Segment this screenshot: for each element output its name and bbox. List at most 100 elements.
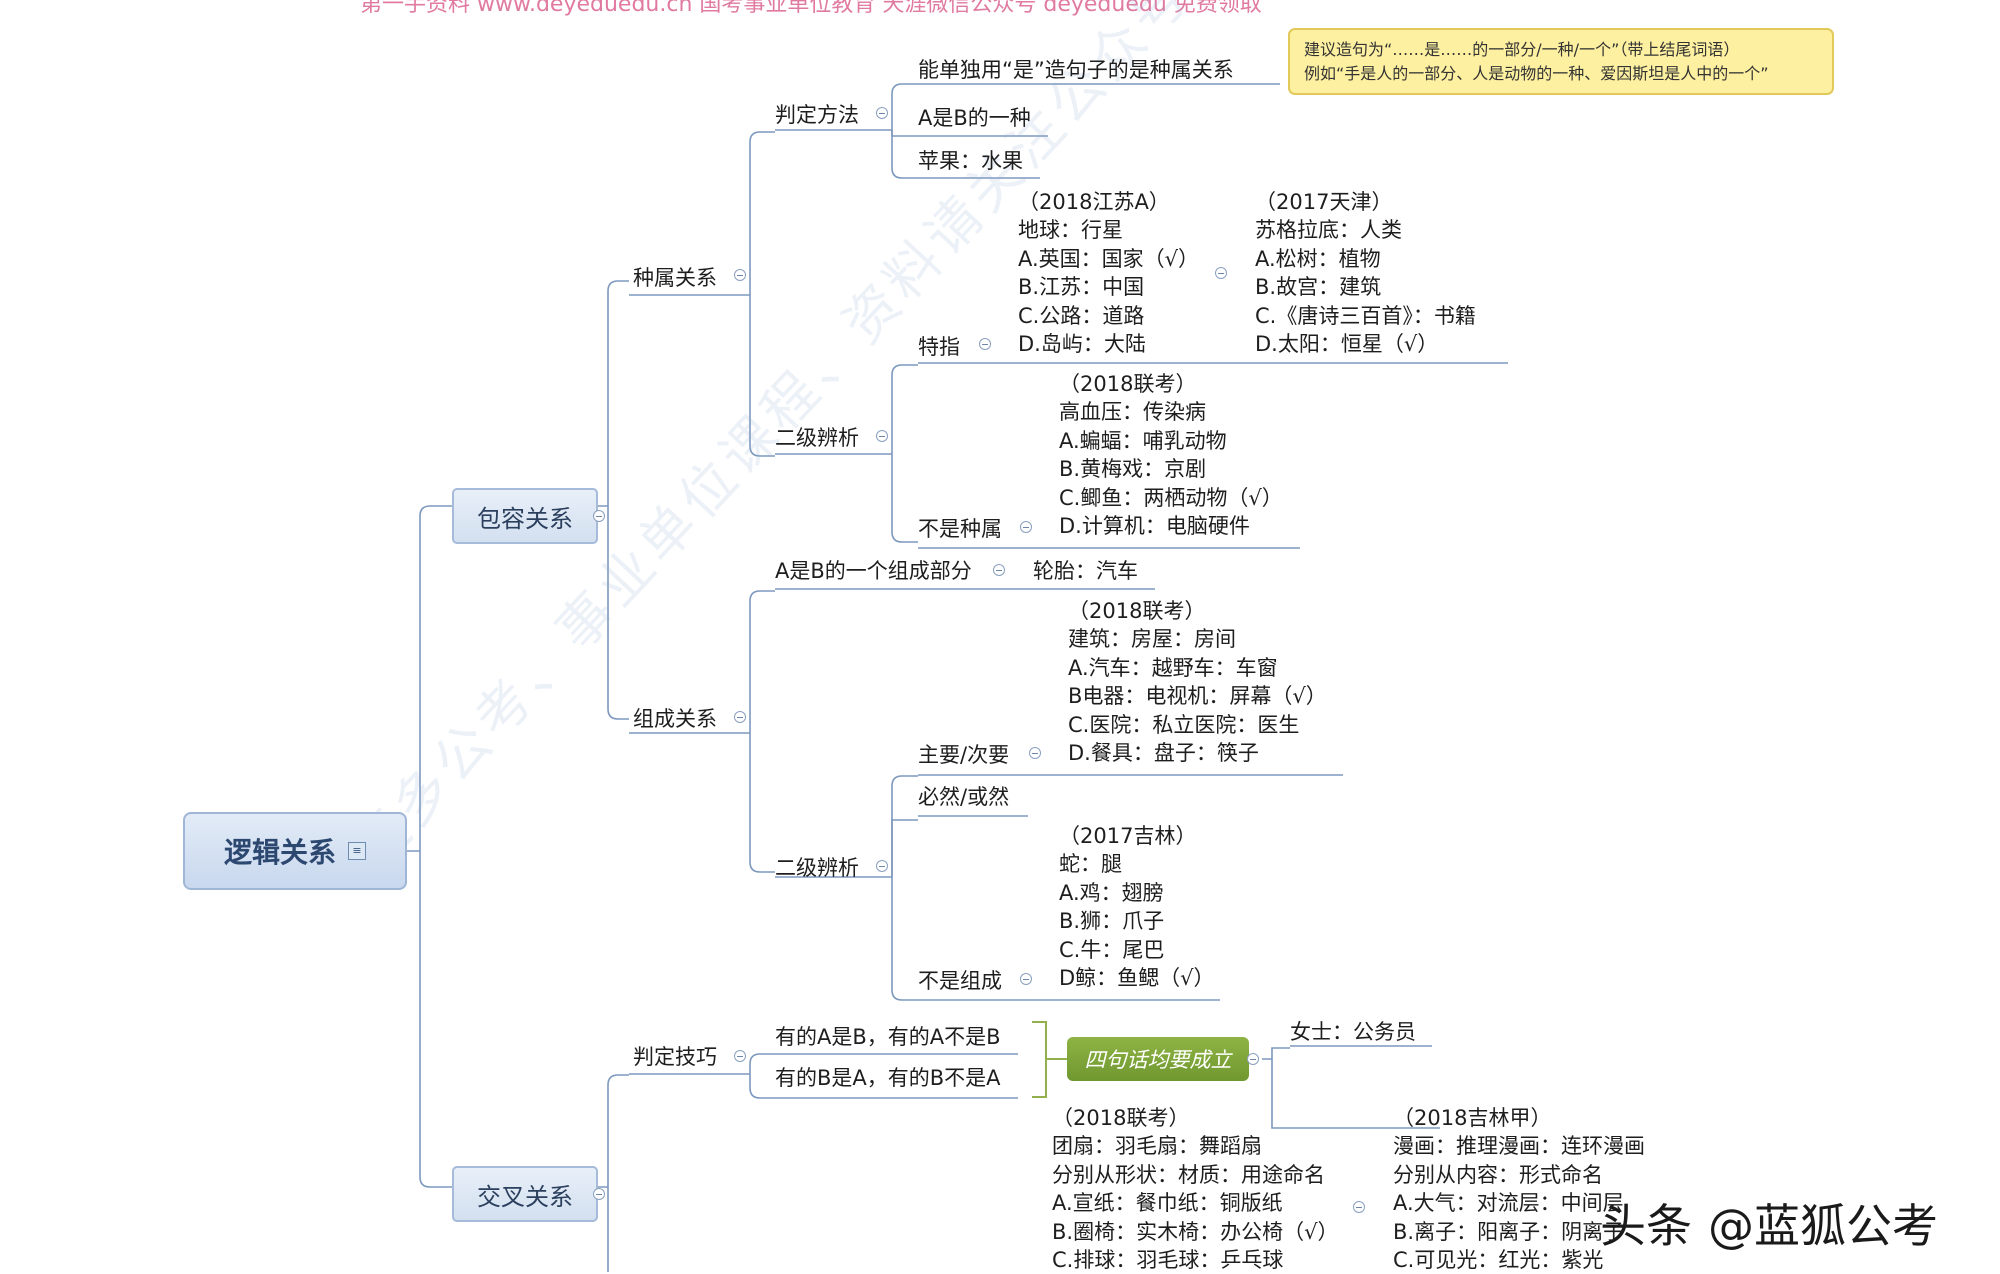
collapse-toggle-icon[interactable] <box>1029 747 1041 759</box>
question-block[interactable]: （2018吉林甲） 漫画：推理漫画：连环漫画 分别从内容：形式命名 A.大气：对… <box>1393 1104 1645 1274</box>
topic-composition[interactable]: 组成关系 <box>633 707 717 731</box>
technique-line[interactable]: 有的B是A，有的B不是A <box>775 1066 1001 1090</box>
root-topic[interactable]: 逻辑关系 ≡ <box>183 812 407 890</box>
question-line: A.宣纸：餐巾纸：铜版纸 <box>1052 1191 1283 1216</box>
topic-secondary-analysis[interactable]: 二级辨析 <box>775 426 859 450</box>
corner-brand: 头条 @蓝狐公考 <box>1600 1190 1938 1256</box>
note-callout: 建议造句为“……是……的一部分/一种/一个”（带上结尾词语） 例如“手是人的一部… <box>1288 28 1834 95</box>
question-line: 团扇：羽毛扇：舞蹈扇 <box>1052 1134 1262 1159</box>
question-line: B.离子：阳离子：阴离子 <box>1393 1219 1625 1244</box>
collapse-toggle-icon[interactable] <box>734 711 746 723</box>
question-line: 建筑：房屋：房间 <box>1068 627 1236 652</box>
question-block[interactable]: （2018联考） 高血压：传染病 A.蝙蝠：哺乳动物 B.黄梅戏：京剧 C.鲫鱼… <box>1059 370 1283 540</box>
collapse-toggle-icon[interactable] <box>1353 1201 1365 1213</box>
topic-necessary-possible[interactable]: 必然/或然 <box>918 785 1010 809</box>
question-line: B.故宫：建筑 <box>1255 275 1382 300</box>
callout-line: 例如“手是人的一部分、人是动物的一种、爱因斯坦是人中的一个” <box>1304 64 1769 83</box>
question-block[interactable]: （2018联考） 建筑：房屋：房间 A.汽车：越野车：车窗 B电器：电视机：屏幕… <box>1068 597 1327 767</box>
technique-line[interactable]: 有的A是B，有的A不是B <box>775 1025 1001 1049</box>
collapse-toggle-icon[interactable] <box>876 860 888 872</box>
corner-brand-prefix: 头条 <box>1600 1199 1692 1253</box>
collapse-toggle-icon[interactable] <box>593 1188 605 1200</box>
note-icon[interactable]: ≡ <box>348 842 366 860</box>
question-line: 分别从内容：形式命名 <box>1393 1162 1603 1187</box>
header-banner: 第一手资料 www.deyeduedu.cn 国考事业单位教育 天涯微信公众号 … <box>360 0 1262 17</box>
collapse-toggle-icon[interactable] <box>993 564 1005 576</box>
question-block[interactable]: （2017天津） 苏格拉底：人类 A.松树：植物 B.故宫：建筑 C.《唐诗三百… <box>1255 188 1476 358</box>
question-block[interactable]: （2017吉林） 蛇：腿 A.鸡：翅膀 B.狮：爪子 C.牛：尾巴 D鲸：鱼鳃（… <box>1059 822 1215 992</box>
question-line: 苏格拉底：人类 <box>1255 218 1402 243</box>
question-line: D鲸：鱼鳃（√） <box>1059 966 1215 991</box>
topic-judgment-technique[interactable]: 判定技巧 <box>633 1045 717 1069</box>
question-line: C.排球：羽毛球：乒乓球 <box>1052 1248 1284 1273</box>
example-text[interactable]: 苹果：水果 <box>918 149 1023 173</box>
question-line: B.狮：爪子 <box>1059 909 1165 934</box>
question-line: 地球：行星 <box>1018 218 1123 243</box>
collapse-toggle-icon[interactable] <box>1247 1053 1259 1065</box>
question-line: A.大气：对流层：中间层 <box>1393 1191 1624 1216</box>
topic-cross-label: 交叉关系 <box>477 1182 573 1211</box>
topic-judgment-method[interactable]: 判定方法 <box>775 103 859 127</box>
rule-text[interactable]: 能单独用“是”造句子的是种属关系 <box>918 58 1234 82</box>
question-line: （2018联考） <box>1068 599 1206 623</box>
collapse-toggle-icon[interactable] <box>1215 267 1227 279</box>
topic-not-genus[interactable]: 不是种属 <box>918 517 1002 541</box>
collapse-toggle-icon[interactable] <box>876 430 888 442</box>
question-line: C.鲫鱼：两栖动物（√） <box>1059 485 1283 510</box>
question-line: 高血压：传染病 <box>1059 400 1206 425</box>
question-line: （2017吉林） <box>1059 824 1197 848</box>
topic-primary-secondary[interactable]: 主要/次要 <box>918 743 1010 767</box>
question-line: C.《唐诗三百首》：书籍 <box>1255 303 1476 328</box>
question-line: C.医院：私立医院：医生 <box>1068 712 1300 737</box>
collapse-toggle-icon[interactable] <box>593 510 605 522</box>
topic-cross[interactable]: 交叉关系 <box>452 1166 598 1222</box>
question-line: （2018联考） <box>1059 372 1197 396</box>
form-text[interactable]: A是B的一个组成部分 <box>775 559 972 583</box>
question-line: A.蝙蝠：哺乳动物 <box>1059 428 1227 453</box>
topic-secondary-analysis[interactable]: 二级辨析 <box>775 856 859 880</box>
collapse-toggle-icon[interactable] <box>876 107 888 119</box>
topic-inclusion[interactable]: 包容关系 <box>452 488 598 544</box>
summary-topic-label: 四句话均要成立 <box>1084 1048 1232 1072</box>
question-line: D.太阳：恒星（√） <box>1255 332 1439 357</box>
question-line: 分别从形状：材质：用途命名 <box>1052 1162 1325 1187</box>
question-line: A.汽车：越野车：车窗 <box>1068 655 1278 680</box>
question-line: D.计算机：电脑硬件 <box>1059 514 1250 539</box>
form-text[interactable]: A是B的一种 <box>918 106 1031 130</box>
question-line: A.鸡：翅膀 <box>1059 880 1164 905</box>
question-line: 漫画：推理漫画：连环漫画 <box>1393 1134 1645 1159</box>
example-text[interactable]: 轮胎：汽车 <box>1033 559 1138 583</box>
question-line: A.英国：国家（√） <box>1018 246 1200 271</box>
question-line: B.圈椅：实木椅：办公椅（√） <box>1052 1219 1339 1244</box>
topic-genus-species[interactable]: 种属关系 <box>633 266 717 290</box>
question-line: A.松树：植物 <box>1255 246 1381 271</box>
callout-line: 建议造句为“……是……的一部分/一种/一个”（带上结尾词语） <box>1304 40 1740 59</box>
topic-specific[interactable]: 特指 <box>918 335 960 359</box>
summary-topic[interactable]: 四句话均要成立 <box>1067 1037 1249 1081</box>
topic-not-composition[interactable]: 不是组成 <box>918 969 1002 993</box>
question-line: （2018联考） <box>1052 1106 1190 1130</box>
question-line: C.牛：尾巴 <box>1059 937 1165 962</box>
question-line: B.黄梅戏：京剧 <box>1059 457 1207 482</box>
question-line: D.岛屿：大陆 <box>1018 332 1146 357</box>
question-line: （2018吉林甲） <box>1393 1106 1552 1130</box>
collapse-toggle-icon[interactable] <box>1020 973 1032 985</box>
question-block[interactable]: （2018联考） 团扇：羽毛扇：舞蹈扇 分别从形状：材质：用途命名 A.宣纸：餐… <box>1052 1104 1338 1274</box>
question-block[interactable]: （2018江苏A） 地球：行星 A.英国：国家（√） B.江苏：中国 C.公路：… <box>1018 188 1199 358</box>
collapse-toggle-icon[interactable] <box>734 269 746 281</box>
example-text[interactable]: 女士：公务员 <box>1290 1020 1416 1044</box>
topic-inclusion-label: 包容关系 <box>477 504 573 533</box>
question-line: C.可见光：红光：紫光 <box>1393 1248 1604 1273</box>
question-line: C.公路：道路 <box>1018 303 1145 328</box>
question-line: 蛇：腿 <box>1059 852 1122 877</box>
collapse-toggle-icon[interactable] <box>979 338 991 350</box>
question-line: D.餐具：盘子：筷子 <box>1068 741 1259 766</box>
question-line: （2018江苏A） <box>1018 190 1170 214</box>
corner-brand-name: @蓝狐公考 <box>1708 1199 1939 1253</box>
collapse-toggle-icon[interactable] <box>734 1050 746 1062</box>
question-line: B电器：电视机：屏幕（√） <box>1068 684 1327 709</box>
collapse-toggle-icon[interactable] <box>1020 521 1032 533</box>
question-line: B.江苏：中国 <box>1018 275 1145 300</box>
